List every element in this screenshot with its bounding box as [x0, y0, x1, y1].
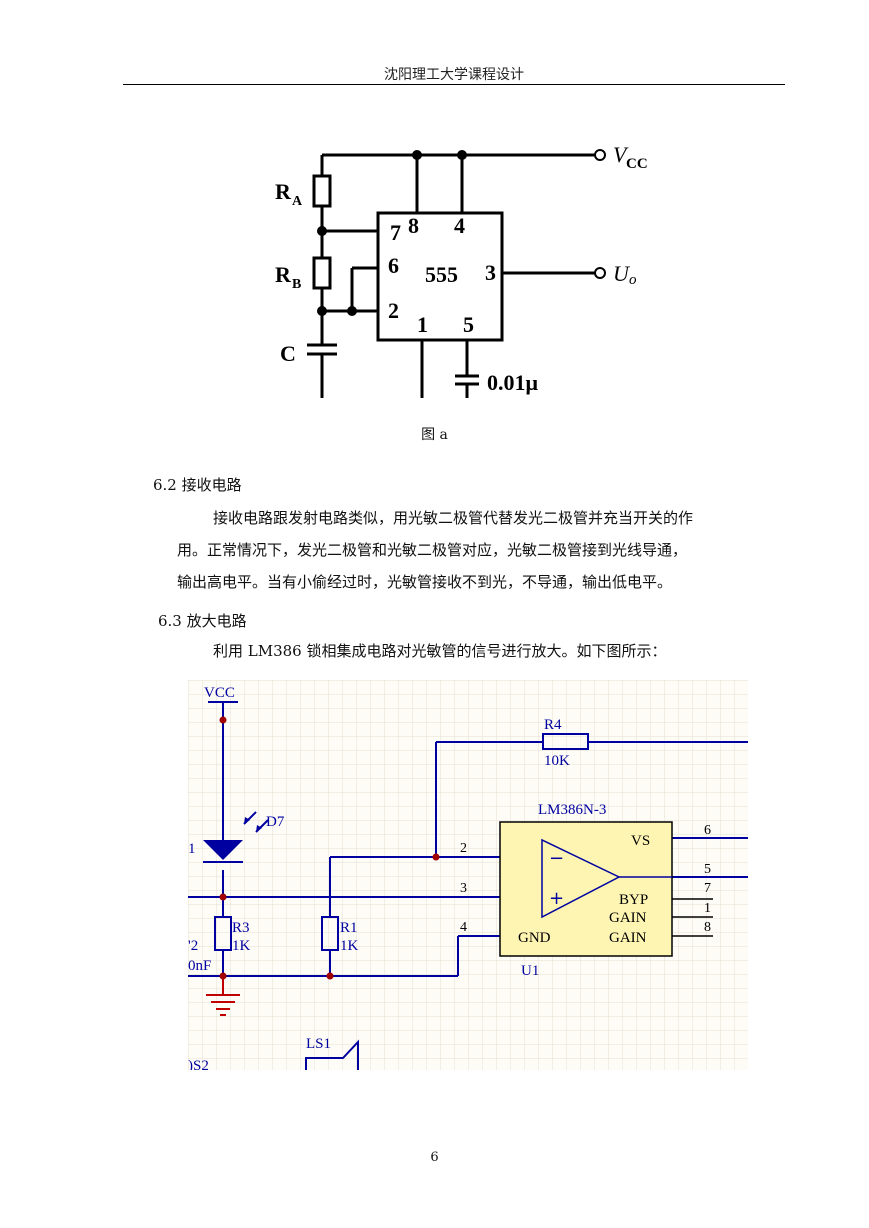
uo-label: U: [613, 261, 631, 286]
c-partial-value: 0nF: [188, 958, 211, 974]
page-header: 沈阳理工大学课程设计: [384, 67, 524, 83]
pin-2: 2: [388, 298, 399, 323]
pin-4: 4: [454, 213, 465, 238]
section-6-3-title: 6.3 放大电路: [158, 612, 247, 630]
page-number: 6: [430, 1150, 439, 1165]
plus-sign: +: [549, 888, 564, 909]
d7-label: D7: [266, 814, 285, 830]
figure-lm386-schematic: VCC R4 10K LM386N-3 D7 1 R3 1K R1 1K '2 …: [188, 680, 748, 1070]
pin-1: 1: [704, 901, 711, 916]
paragraph-line: 用。正常情况下，发光二极管和光敏二极管对应，光敏二极管接到光线导通，: [177, 541, 688, 559]
pin-3: 3: [460, 881, 467, 896]
paragraph-line: 接收电路跟发射电路类似，用光敏二极管代替发光二极管并充当开关的作: [213, 509, 694, 527]
c-partial-name: '2: [188, 938, 198, 954]
byp-label: BYP: [619, 892, 648, 908]
uo-subscript: o: [629, 272, 637, 288]
pin-2: 2: [460, 841, 467, 856]
r4-value: 10K: [544, 753, 570, 769]
pin-4: 4: [460, 920, 467, 935]
vcc-label: VCC: [204, 685, 235, 701]
rb-subscript: B: [292, 277, 301, 292]
chip-name: LM386N-3: [538, 802, 606, 818]
pin-6: 6: [388, 253, 399, 278]
pin-3: 3: [485, 260, 496, 285]
vs-label: VS: [631, 833, 650, 849]
paragraph-line: 输出高电平。当有小偷经过时，光敏管接收不到光，不导通，输出低电平。: [177, 573, 673, 591]
ra-subscript: A: [292, 194, 303, 209]
rb-label: R: [275, 262, 292, 287]
vcc-label: V: [613, 142, 629, 167]
u1-label: U1: [521, 963, 539, 979]
d-partial-label: 1: [188, 841, 196, 857]
pin-6: 6: [704, 823, 711, 838]
figure-a-caption: 图 a: [421, 427, 448, 443]
gain-label: GAIN: [609, 930, 647, 946]
section-6-2-title: 6.2 接收电路: [153, 476, 242, 494]
vcc-subscript: CC: [626, 156, 648, 172]
r1-value: 1K: [340, 938, 359, 954]
gain-label: GAIN: [609, 910, 647, 926]
r1-name: R1: [340, 920, 358, 936]
pin-8: 8: [408, 213, 419, 238]
r3-value: 1K: [232, 938, 251, 954]
r4-name: R4: [544, 717, 562, 733]
pin-8: 8: [704, 920, 711, 935]
pin-1: 1: [417, 312, 428, 337]
ra-label: R: [275, 179, 292, 204]
ic-555-label: 555: [425, 262, 458, 287]
pin-7: 7: [390, 220, 401, 245]
ds-partial-label: )S2: [188, 1058, 209, 1070]
c-label: C: [280, 341, 296, 366]
ls1-label: LS1: [306, 1036, 331, 1052]
figure-555-circuit: R A R B C 7 8 4 6 555 3 2 1 5 0.01μ V CC…: [275, 142, 648, 398]
gnd-label: GND: [518, 930, 551, 946]
paragraph-line: 利用 LM386 锁相集成电路对光敏管的信号进行放大。如下图所示：: [213, 642, 667, 660]
header-rule: [123, 84, 785, 85]
r3-name: R3: [232, 920, 250, 936]
pin-5: 5: [463, 312, 474, 337]
minus-sign: −: [549, 848, 564, 869]
pin-5: 5: [704, 862, 711, 877]
cap-value: 0.01μ: [487, 370, 539, 395]
pin-7: 7: [704, 881, 711, 896]
